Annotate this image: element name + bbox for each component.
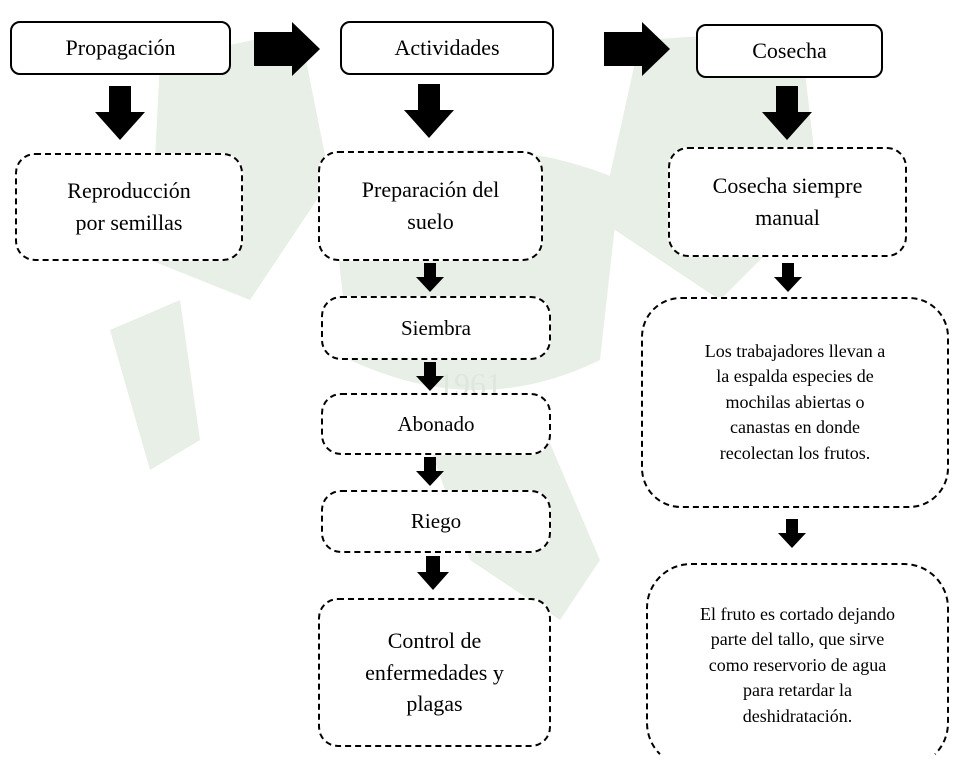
- step-fruto: El fruto es cortado dejando parte del ta…: [646, 563, 949, 768]
- step-trabajadores: Los trabajadores llevan a la espalda esp…: [641, 297, 949, 508]
- step-abonado-label: Abonado: [397, 411, 475, 436]
- step-abonado: Abonado: [321, 393, 551, 455]
- arrow-down-preparacion: [416, 263, 444, 292]
- step-control-label: Control de enfermedades y plagas: [365, 627, 504, 717]
- stage-actividades: Actividades: [340, 21, 554, 75]
- step-cosecha-manual-label: Cosecha siempre manual: [712, 173, 863, 230]
- step-siembra-label: Siembra: [401, 315, 471, 340]
- step-riego: Riego: [321, 490, 551, 553]
- stage-propagacion-label: Propagación: [65, 35, 176, 61]
- step-siembra: Siembra: [321, 296, 551, 360]
- arrow-down-manual: [774, 263, 802, 292]
- step-riego-label: Riego: [410, 509, 462, 534]
- step-preparacion: Preparación del suelo: [318, 151, 543, 261]
- arrow-down-cosecha: [762, 86, 812, 140]
- step-fruto-label: El fruto es cortado dejando parte del ta…: [700, 603, 895, 726]
- arrow-down-riego: [417, 556, 449, 590]
- arrow-down-propagacion: [95, 86, 145, 140]
- step-reproduccion: Reproducción por semillas: [15, 153, 243, 261]
- step-reproduccion-label: Reproducción por semillas: [67, 178, 191, 235]
- stage-actividades-label: Actividades: [394, 35, 500, 61]
- arrow-down-trabajadores: [778, 519, 806, 548]
- step-cosecha-manual: Cosecha siempre manual: [668, 147, 907, 257]
- step-preparacion-label: Preparación del suelo: [361, 177, 500, 234]
- step-trabajadores-label: Los trabajadores llevan a la espalda esp…: [704, 340, 886, 463]
- arrow-right-1: [254, 22, 320, 76]
- step-control: Control de enfermedades y plagas: [318, 598, 551, 747]
- stage-propagacion: Propagación: [10, 21, 231, 75]
- arrow-down-abonado: [416, 457, 444, 486]
- arrow-right-2: [604, 22, 670, 76]
- stage-cosecha-label: Cosecha: [752, 38, 827, 64]
- stage-cosecha: Cosecha: [696, 24, 883, 78]
- arrow-down-actividades: [404, 84, 454, 138]
- arrow-down-siembra: [416, 362, 444, 391]
